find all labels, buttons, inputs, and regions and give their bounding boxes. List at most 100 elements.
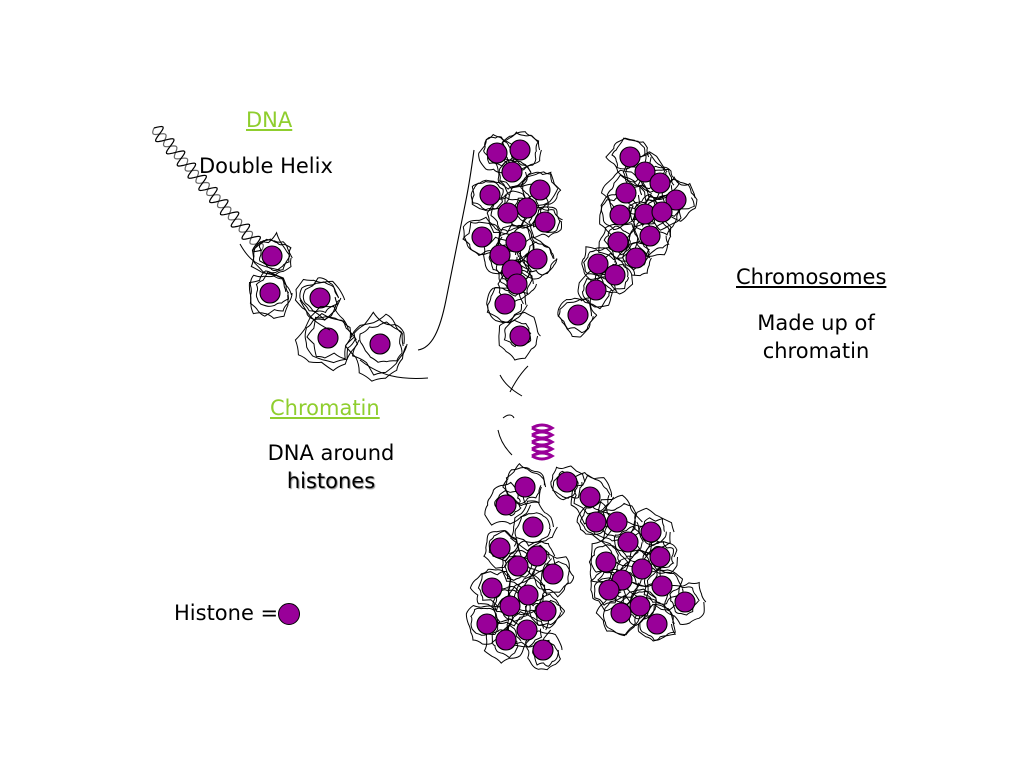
dna-heading: DNA: [246, 108, 293, 132]
dna-loop: [557, 297, 598, 334]
dna-loop: [502, 466, 547, 507]
centromere-upper-link: [499, 365, 529, 397]
histone-bead: [595, 551, 617, 573]
histone-bead: [506, 273, 528, 295]
chromosomes-caption: Made up of chromatin: [740, 311, 892, 363]
dna-loop: [352, 311, 408, 376]
chromatin-caption-line2: histones: [286, 469, 376, 493]
histone-bead: [649, 546, 671, 568]
linker-dna: [239, 243, 429, 379]
dna-loop: [520, 171, 559, 207]
chromatid-lower-left: [465, 462, 575, 671]
histone-bead: [674, 591, 696, 613]
histone-bead: [610, 602, 632, 624]
chromatin-caption: DNA around histones: [258, 441, 404, 493]
histone-bead: [494, 293, 516, 315]
histone-legend: Histone =: [174, 601, 301, 625]
histone-bead: [532, 639, 554, 661]
histone-bead: [617, 531, 639, 553]
histone-bead: [529, 179, 551, 201]
dna-loop: [539, 560, 575, 594]
histone-bead: [607, 231, 629, 253]
chromatid-upper-left: [462, 131, 563, 361]
histone-bead: [639, 225, 661, 247]
histone-bead: [495, 494, 517, 516]
chromatin-caption-line1: DNA around: [267, 441, 395, 465]
dna-loop: [258, 238, 290, 271]
histone-bead: [535, 600, 557, 622]
chromatin-nucleosomes: [239, 231, 429, 382]
chromatid-upper-right: [557, 137, 698, 338]
dna-loop: [493, 589, 528, 622]
helix-strand-b: [152, 127, 264, 251]
dna-loop: [486, 190, 531, 236]
chromatin-fiber-link: [417, 149, 475, 351]
histone-bead: [505, 231, 527, 253]
dna-loop: [602, 595, 640, 637]
centromere-coil: [497, 365, 555, 461]
dna-loop: [514, 577, 546, 607]
histone-bead: [509, 325, 531, 347]
histone-bead: [309, 287, 331, 309]
dna-loop: [299, 281, 342, 321]
histone-bead: [629, 595, 651, 617]
histone-bead: [369, 333, 391, 355]
dna-loop: [306, 316, 355, 360]
histone-bead: [606, 511, 628, 533]
histone-bead: [517, 584, 539, 606]
dna-loop: [645, 569, 684, 612]
histone-bead: [625, 247, 647, 269]
dna-loop: [550, 465, 586, 501]
dna-loop: [595, 586, 645, 636]
dna-caption: Double Helix: [199, 154, 333, 178]
histone-bead: [501, 161, 523, 183]
histone-bead: [317, 327, 339, 349]
dna-loop: [510, 500, 558, 552]
histone-bead: [609, 204, 631, 226]
dna-loop: [654, 178, 698, 222]
dna-loop: [590, 544, 622, 575]
dna-loop: [494, 158, 532, 190]
dna-loop: [302, 277, 339, 314]
histone-bead: [479, 184, 501, 206]
dna-loop: [253, 231, 292, 275]
histone-bead: [261, 245, 283, 267]
histone-bead: [516, 197, 538, 219]
histone-bead: [651, 575, 673, 597]
histone-bead: [259, 282, 281, 304]
histone-bead: [526, 545, 548, 567]
histone-bead: [665, 189, 687, 211]
dna-loop: [491, 624, 522, 659]
dna-loop: [498, 311, 541, 361]
histone-bead: [579, 486, 601, 508]
histone-bead: [646, 613, 668, 635]
dna-loop: [533, 599, 563, 626]
double-helix-strand: [152, 125, 264, 253]
dna-loop: [576, 501, 616, 542]
histone-bead: [542, 563, 564, 585]
histone-bead: [481, 577, 503, 599]
histone-bead: [619, 146, 641, 168]
dna-loop: [642, 539, 678, 574]
histone-bead: [507, 555, 529, 577]
dna-loop: [469, 568, 512, 612]
dna-loop: [661, 176, 696, 217]
dna-loop: [557, 298, 594, 338]
dna-loop: [507, 611, 545, 648]
dna-loop: [471, 179, 509, 212]
histone-bead: [585, 279, 607, 301]
histone-bead: [489, 537, 511, 559]
histone-bead: [534, 211, 556, 233]
histone-legend-label: Histone =: [174, 601, 279, 625]
histone-bead: [471, 226, 493, 248]
dna-loop: [501, 549, 538, 589]
chromatid-lower-right: [550, 465, 707, 642]
dna-loop: [643, 568, 682, 605]
centromere-lower-link: [497, 414, 515, 456]
histone-bead: [499, 595, 521, 617]
histone-bead: [640, 521, 662, 543]
histone-bead: [486, 142, 508, 164]
chromosomes-caption-line1: Made up of: [757, 311, 875, 335]
